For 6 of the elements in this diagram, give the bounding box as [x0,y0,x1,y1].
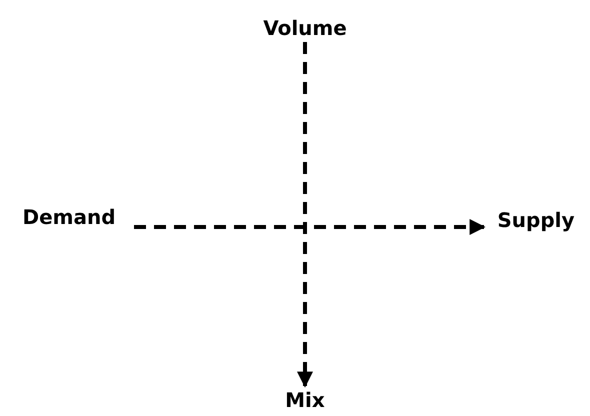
dashed-arrow [297,42,313,388]
axis-label: Mix [285,388,325,412]
dashed-arrow [134,219,486,235]
axis-label: Supply [497,208,575,232]
axis-label: Demand [22,204,116,230]
axis-label: Volume [263,16,347,40]
